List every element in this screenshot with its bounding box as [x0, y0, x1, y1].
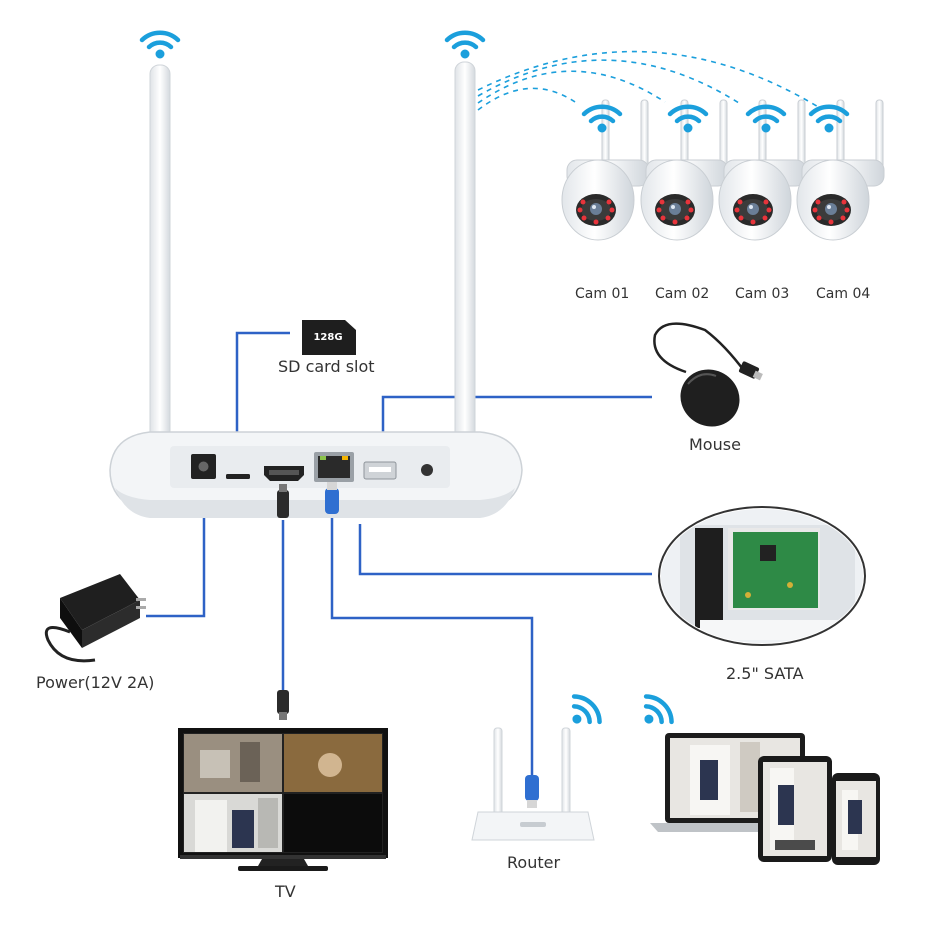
tv-label: TV	[275, 882, 296, 901]
camera-label-01: Cam 01	[575, 286, 630, 302]
lan-plug-icon	[525, 775, 539, 808]
sd-card-capacity: 128G	[313, 332, 342, 343]
sata-label: 2.5" SATA	[726, 664, 804, 683]
lan-plug-icon	[325, 482, 339, 514]
camera-01	[561, 99, 650, 241]
wifi-icon	[142, 33, 178, 58]
camera-03	[718, 99, 807, 241]
sd-card-port	[226, 474, 250, 479]
router-label: Router	[507, 853, 561, 872]
mouse-icon	[653, 322, 763, 427]
camera-label-04: Cam 04	[816, 286, 871, 302]
power-label: Power(12V 2A)	[36, 673, 155, 692]
power-adapter-icon	[44, 574, 146, 663]
wifi-icon	[447, 33, 483, 58]
wire-sata	[358, 524, 652, 576]
hdmi-plug-icon	[277, 484, 289, 518]
tablet-icon	[758, 756, 832, 862]
wire-power	[146, 478, 206, 618]
nvr-antenna-right	[454, 61, 476, 483]
camera-02	[640, 99, 729, 241]
sd-card-icon: 128G	[302, 320, 356, 355]
mouse-label: Mouse	[689, 435, 741, 454]
camera-label-03: Cam 03	[735, 286, 790, 302]
router-icon	[471, 727, 595, 841]
tv-icon	[178, 728, 388, 871]
sd-card-slot-label: SD card slot	[278, 357, 375, 376]
hdmi-plug-icon	[277, 690, 289, 720]
reset-button	[421, 464, 433, 476]
hdd-icon	[658, 506, 866, 646]
wifi-icon	[633, 691, 676, 734]
wire-lan	[330, 515, 534, 775]
nvr-device	[109, 431, 523, 518]
phone-icon	[832, 773, 880, 865]
camera-label-02: Cam 02	[655, 286, 710, 302]
wifi-signal-arcs	[477, 50, 821, 111]
wire-sd-card	[235, 331, 290, 470]
nvr-antenna-left	[149, 64, 171, 476]
